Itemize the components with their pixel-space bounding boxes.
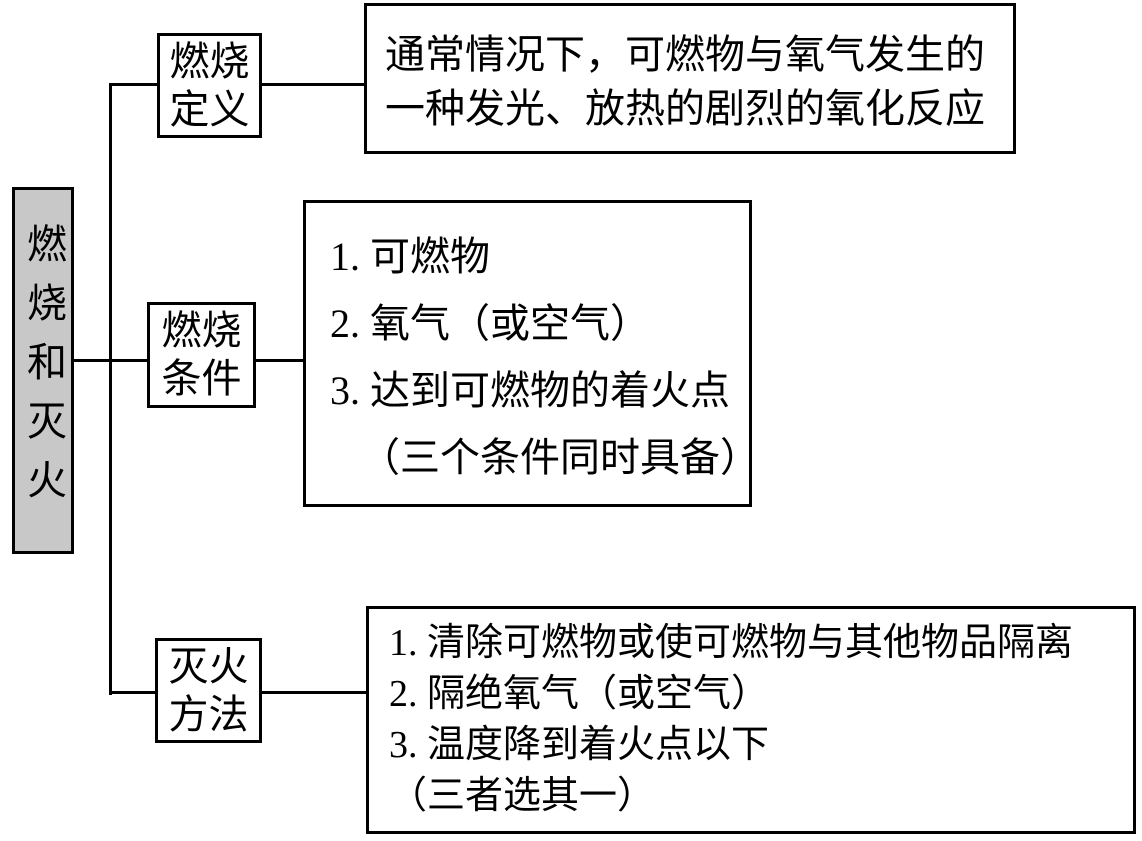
condition-item: 3. 达到可燃物的着火点 [330,368,730,413]
definition-text-line: 一种发光、放热的剧烈的氧化反应 [385,86,985,131]
connector-trunk-vertical [109,83,112,695]
methods-content-box: 1. 清除可燃物或使可燃物与其他物品隔离 2. 隔绝氧气（或空气） 3. 温度降… [366,606,1136,834]
branch-label-definition-line1: 燃烧 [169,38,250,84]
method-item: 2. 隔绝氧气（或空气） [389,673,770,715]
condition-item: 1. 可燃物 [330,234,490,279]
root-topic-label: 燃烧和灭火 [21,223,66,518]
definition-content-box: 通常情况下，可燃物与氧气发生的 一种发光、放热的剧烈的氧化反应 [364,3,1016,154]
connector-definition-right-segment [261,83,366,86]
branch-label-methods-line2: 方法 [168,691,249,737]
connector-methods-right-segment [260,691,368,694]
branch-label-conditions-line2: 条件 [161,356,242,401]
branch-label-methods-line1: 灭火 [168,643,249,689]
root-topic-box: 燃烧和灭火 [12,187,74,554]
method-item: 1. 清除可燃物或使可燃物与其他物品隔离 [389,622,1074,664]
method-item: 3. 温度降到着火点以下 [389,724,770,766]
branch-label-box-conditions: 燃烧 条件 [147,302,256,408]
connector-conditions-right-segment [254,359,305,362]
branch-label-conditions-line1: 燃烧 [161,308,242,353]
conditions-content-box: 1. 可燃物 2. 氧气（或空气） 3. 达到可燃物的着火点 （三个条件同时具备… [303,200,760,507]
connector-conditions-left-segment [72,359,149,362]
definition-text-line: 通常情况下，可燃物与氧气发生的 [385,32,985,77]
branch-label-box-methods: 灭火 方法 [155,638,262,743]
branch-label-definition-line2: 定义 [169,86,250,132]
branch-label-box-definition: 燃烧 定义 [157,33,262,138]
connector-definition-left-segment [109,83,159,86]
condition-item: 2. 氧气（或空气） [330,301,650,346]
method-note: （三者选其一） [389,775,656,817]
connector-methods-left-segment [109,691,157,694]
condition-note: （三个条件同时具备） [360,435,760,480]
